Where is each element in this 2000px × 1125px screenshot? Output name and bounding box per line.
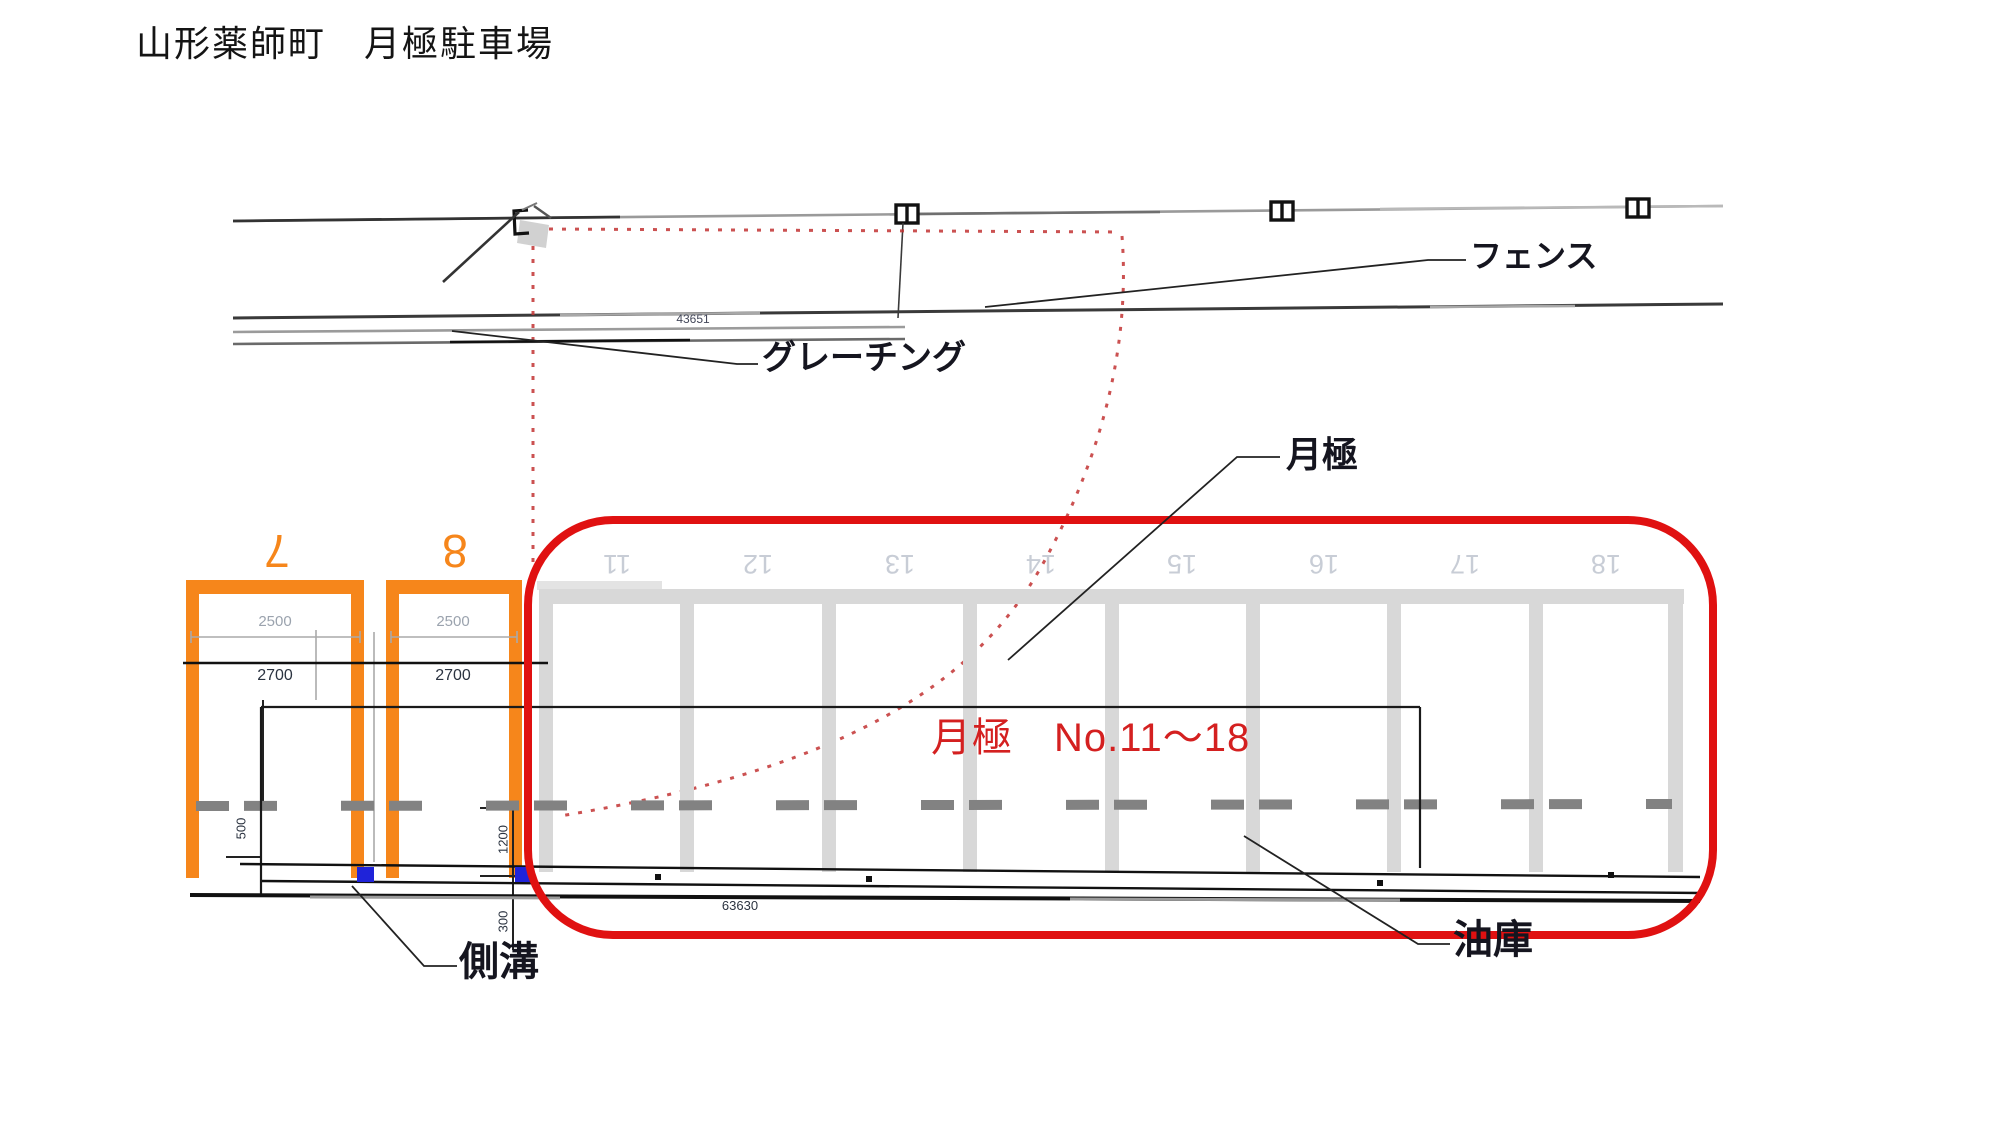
center-dashed-line [195, 799, 1673, 811]
fence-post-symbol [894, 197, 1651, 225]
grating-lines [232, 325, 906, 346]
monthly-range-note: 月極 No.11～18 [931, 716, 1251, 760]
stall-number-11: 11 [602, 549, 632, 579]
blue-gutter-markers [357, 867, 532, 882]
stall-number-13: 13 [884, 549, 916, 579]
dim-2500-stall7: 2500 [258, 613, 292, 630]
fence-label: フェンス [1470, 238, 1598, 274]
dim-43651: 43651 [676, 312, 710, 326]
dim-2700-stall8: 2700 [435, 667, 471, 684]
dim-300: 300 [495, 910, 511, 933]
fence-bottom-line [232, 302, 1724, 320]
dim-63630: 63630 [721, 898, 759, 913]
page-title: 山形薬師町 月極駐車場 [136, 23, 555, 64]
oil-storage-label: 油庫 [1453, 918, 1533, 962]
bottom-boundary-lines [189, 862, 1701, 903]
dim-2700-stall7: 2700 [257, 667, 293, 684]
red-highlight-rect [524, 516, 1717, 939]
stall-number-16: 16 [1308, 549, 1340, 579]
stall-number-12: 12 [742, 549, 774, 579]
depth-dimension-ticks [226, 700, 518, 950]
dim-500: 500 [233, 817, 249, 840]
fence-top-line [232, 204, 1724, 223]
monthly-label: 月極 [1286, 434, 1359, 475]
gate-leader-line [442, 211, 520, 283]
grating-label: グレーチング [762, 339, 966, 377]
stall-number-8: 8 [442, 525, 468, 577]
stall-number-17: 17 [1449, 549, 1481, 579]
gate-marker-symbol [512, 202, 552, 248]
red-dotted-guides [531, 227, 1125, 818]
side-gutter-label: 側溝 [459, 940, 539, 984]
stall-number-18: 18 [1590, 549, 1622, 579]
annotation-leader-lines [351, 259, 1466, 967]
stall-dimension-lines [190, 630, 518, 862]
dim-2500-stall8: 2500 [436, 613, 470, 630]
fence-post-drop-line [897, 222, 904, 319]
stall-number-14: 14 [1025, 549, 1057, 579]
stall-number-15: 15 [1166, 549, 1198, 579]
stall-number-7: 7 [264, 525, 290, 577]
dim-1200: 1200 [495, 825, 511, 854]
